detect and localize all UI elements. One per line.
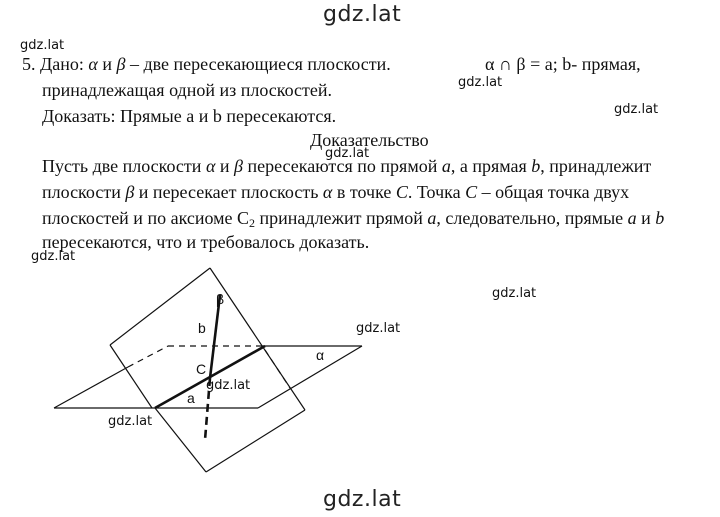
watermark-mid-1: gdz.lat [458,75,503,90]
watermark-figure-mid: gdz.lat [206,378,251,393]
label-a: a [187,390,195,406]
proof-line-1: Пусть две плоскости α и β пересекаются п… [42,156,652,176]
label-c: C [196,361,206,377]
watermark-right-2: gdz.lat [492,286,537,301]
label-alpha: α [316,347,324,363]
proof-title: Доказательство [310,130,429,150]
watermark-left-2: gdz.lat [31,249,76,264]
task-given-line: 5. Дано: α и β – две пересекающиеся плос… [22,54,391,74]
watermark-top: gdz.lat [323,2,402,27]
intersection-statement: α ∩ β = a; b- прямая, [485,54,641,74]
given-line-2: принадлежащая одной из плоскостей. [42,80,333,100]
given-text: – две пересекающиеся плоскости. [129,54,391,74]
line-b [208,294,222,379]
proof-line-4: пересекаются, что и требовалось доказать… [42,232,370,252]
watermark-mid-2: gdz.lat [325,146,370,161]
label-beta: β [216,291,224,307]
prove-statement: Доказать: Прямые a и b пересекаются. [42,106,337,126]
watermark-left-1: gdz.lat [20,38,65,53]
label-b: b [198,320,206,336]
watermark-figure-left: gdz.lat [108,414,153,429]
proof-line-3: плоскостей и по аксиоме C2 принадлежит п… [42,208,665,230]
watermark-right-1: gdz.lat [614,102,659,117]
given-label: Дано: [40,54,84,74]
proof-line-2: плоскости β и пересекает плоскость α в т… [42,182,630,202]
watermark-bottom: gdz.lat [323,487,402,512]
task-number: 5. [22,54,36,74]
watermark-figure-right: gdz.lat [356,321,401,336]
